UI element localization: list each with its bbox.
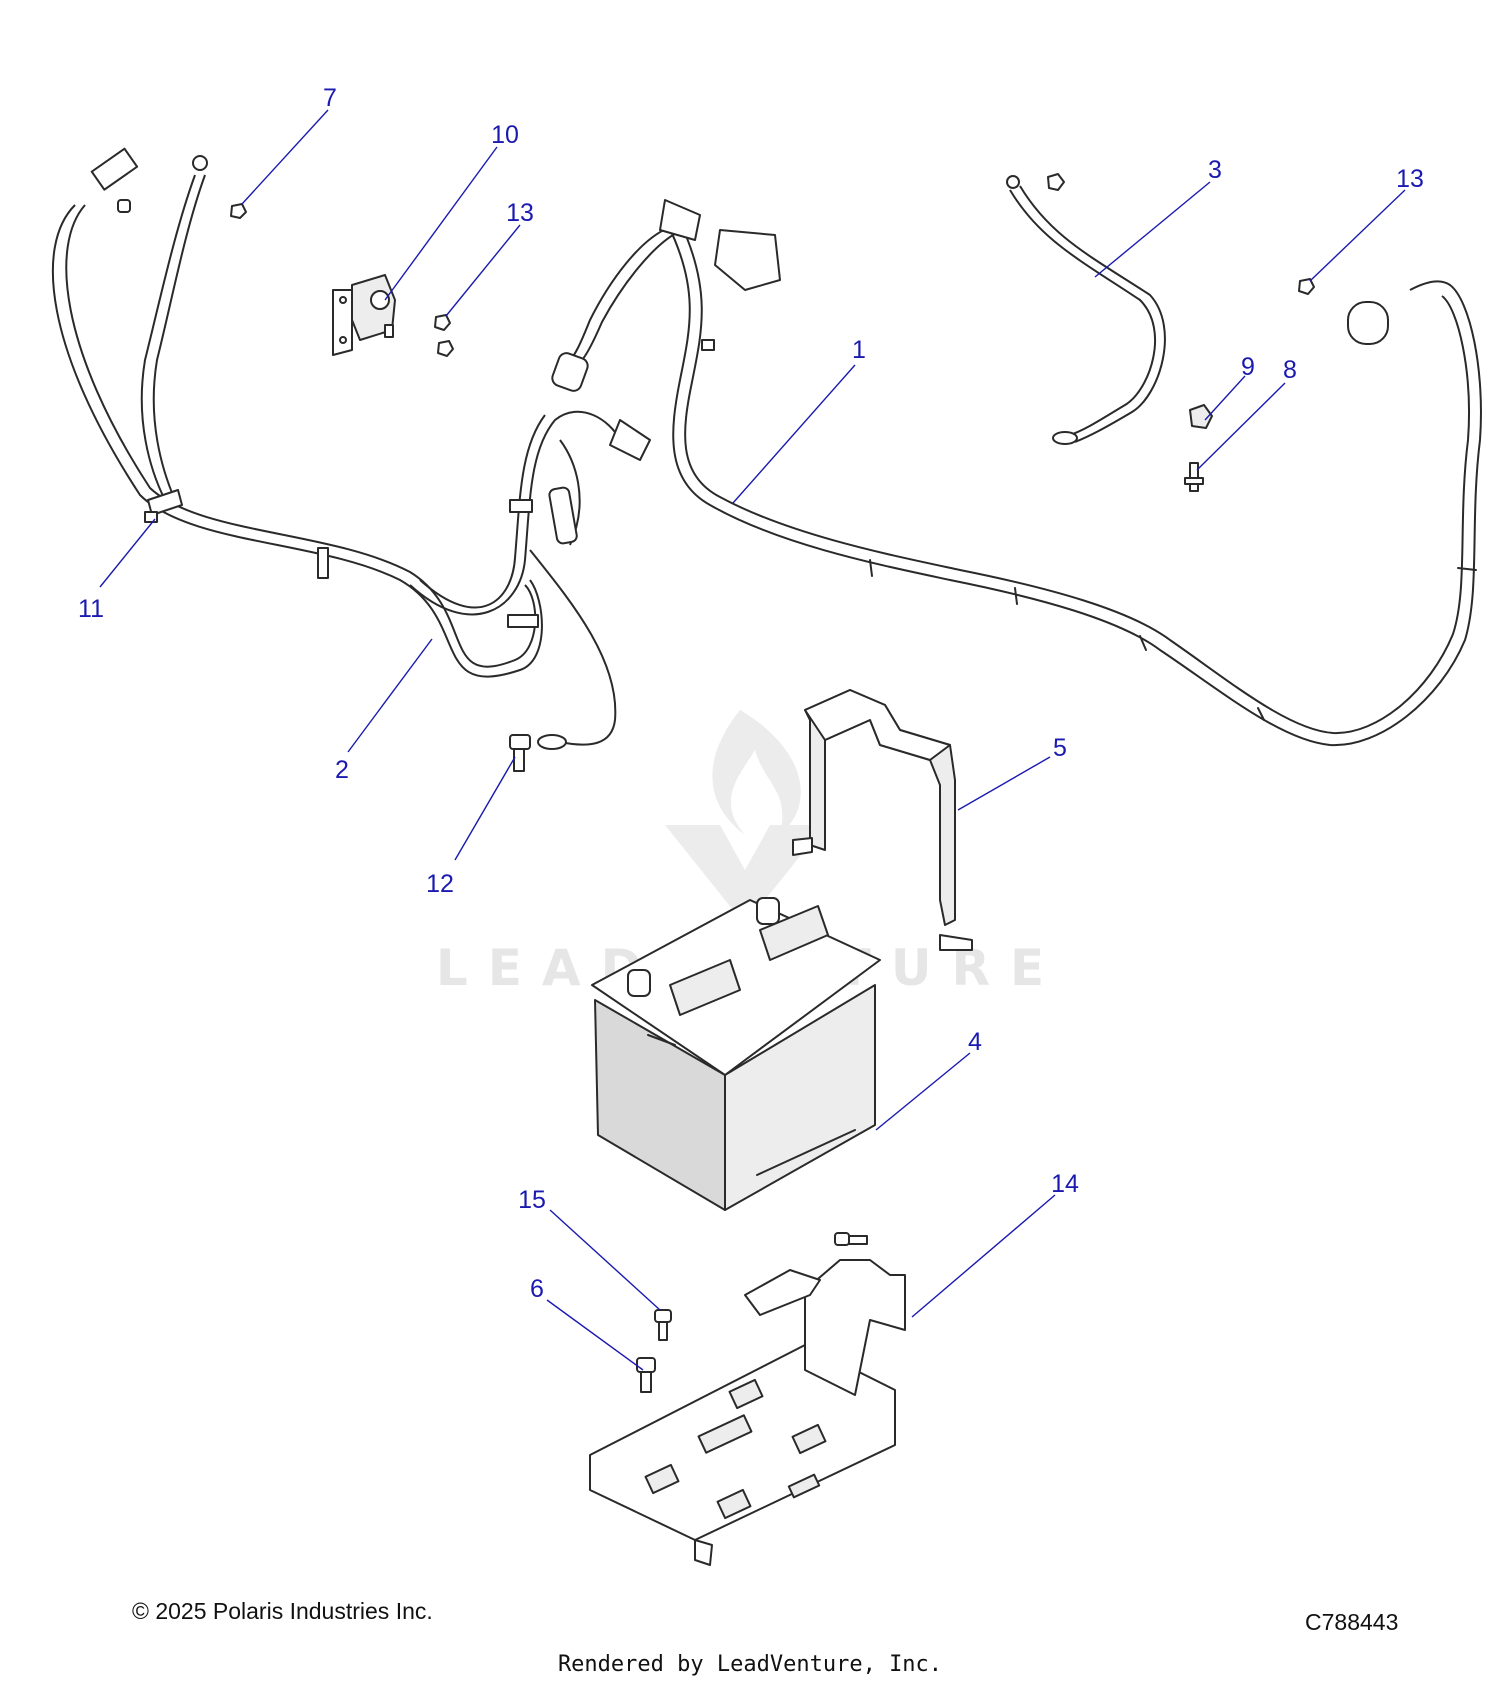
diagram-id: C788443	[1305, 1609, 1399, 1635]
part-14-bolt-shank	[848, 1235, 868, 1245]
part-3-cap	[1047, 173, 1065, 191]
callout-4[interactable]: 4	[968, 1028, 982, 1056]
callout-5[interactable]: 5	[1053, 734, 1067, 762]
part-2-battery-clamp	[609, 419, 651, 461]
callout-13-left[interactable]: 13	[506, 199, 534, 227]
part-1-battery-clamp	[714, 229, 781, 291]
copyright-notice: © 2025 Polaris Industries Inc.	[132, 1598, 433, 1624]
part-2-boot-terminal	[90, 147, 139, 191]
part-9-nut	[1189, 404, 1213, 429]
callout-11[interactable]: 11	[78, 595, 104, 623]
part-3-ring-terminal-lower	[1052, 431, 1078, 445]
part-1-end-boot	[1347, 301, 1389, 345]
callout-13-right[interactable]: 13	[1396, 165, 1424, 193]
part-1-clip	[701, 339, 715, 351]
part-1-main-cable	[551, 199, 1482, 747]
part-2-ring-terminal	[192, 155, 208, 171]
part-10-solenoid	[332, 274, 396, 356]
callout-2[interactable]: 2	[335, 756, 349, 784]
callout-15[interactable]: 15	[518, 1186, 546, 1214]
part-1-boot	[551, 352, 589, 392]
part-7-nut	[230, 203, 247, 219]
part-14-battery-tray	[589, 1232, 906, 1566]
callout-8[interactable]: 8	[1283, 356, 1297, 384]
callout-12[interactable]: 12	[426, 870, 454, 898]
part-3-ground-cable	[1006, 173, 1166, 445]
part-5-hold-down-bracket	[792, 689, 973, 951]
part-6-bolt	[636, 1357, 656, 1393]
part-8-stud	[1184, 462, 1204, 492]
callouts: 7 10 13 3 13 1 9 8 11 2 5 12 4 14 15 6	[78, 84, 1424, 1371]
part-12-bolt	[509, 734, 531, 772]
part-2-cable-harness	[51, 147, 651, 750]
callout-14[interactable]: 14	[1051, 1170, 1079, 1198]
part-2-boot	[548, 486, 578, 545]
part-2-ring-terminal-lower	[537, 734, 567, 750]
part-15-bolt	[654, 1309, 672, 1341]
callout-1[interactable]: 1	[852, 336, 866, 364]
part-11-cable-tie	[144, 489, 183, 523]
watermark-flame-logo	[712, 710, 801, 835]
part-4-battery	[591, 897, 881, 1211]
part-13-nut-left	[434, 314, 454, 357]
callout-9[interactable]: 9	[1241, 353, 1255, 381]
part-2-clip	[507, 614, 539, 628]
callout-10[interactable]: 10	[491, 121, 519, 149]
callout-7[interactable]: 7	[323, 84, 337, 112]
part-1-connector	[659, 199, 701, 241]
part-14-bolt	[834, 1232, 850, 1246]
watermark-v-logo	[665, 825, 825, 925]
callout-6[interactable]: 6	[530, 1275, 544, 1303]
part-13-nut-right	[1298, 278, 1315, 295]
part-3-ring-terminal	[1006, 175, 1020, 189]
rendered-by-notice: Rendered by LeadVenture, Inc.	[557, 1652, 943, 1677]
part-2-cap	[117, 199, 131, 213]
callout-3[interactable]: 3	[1208, 156, 1222, 184]
part-2-clip	[317, 547, 329, 579]
part-2-clip	[509, 499, 533, 513]
